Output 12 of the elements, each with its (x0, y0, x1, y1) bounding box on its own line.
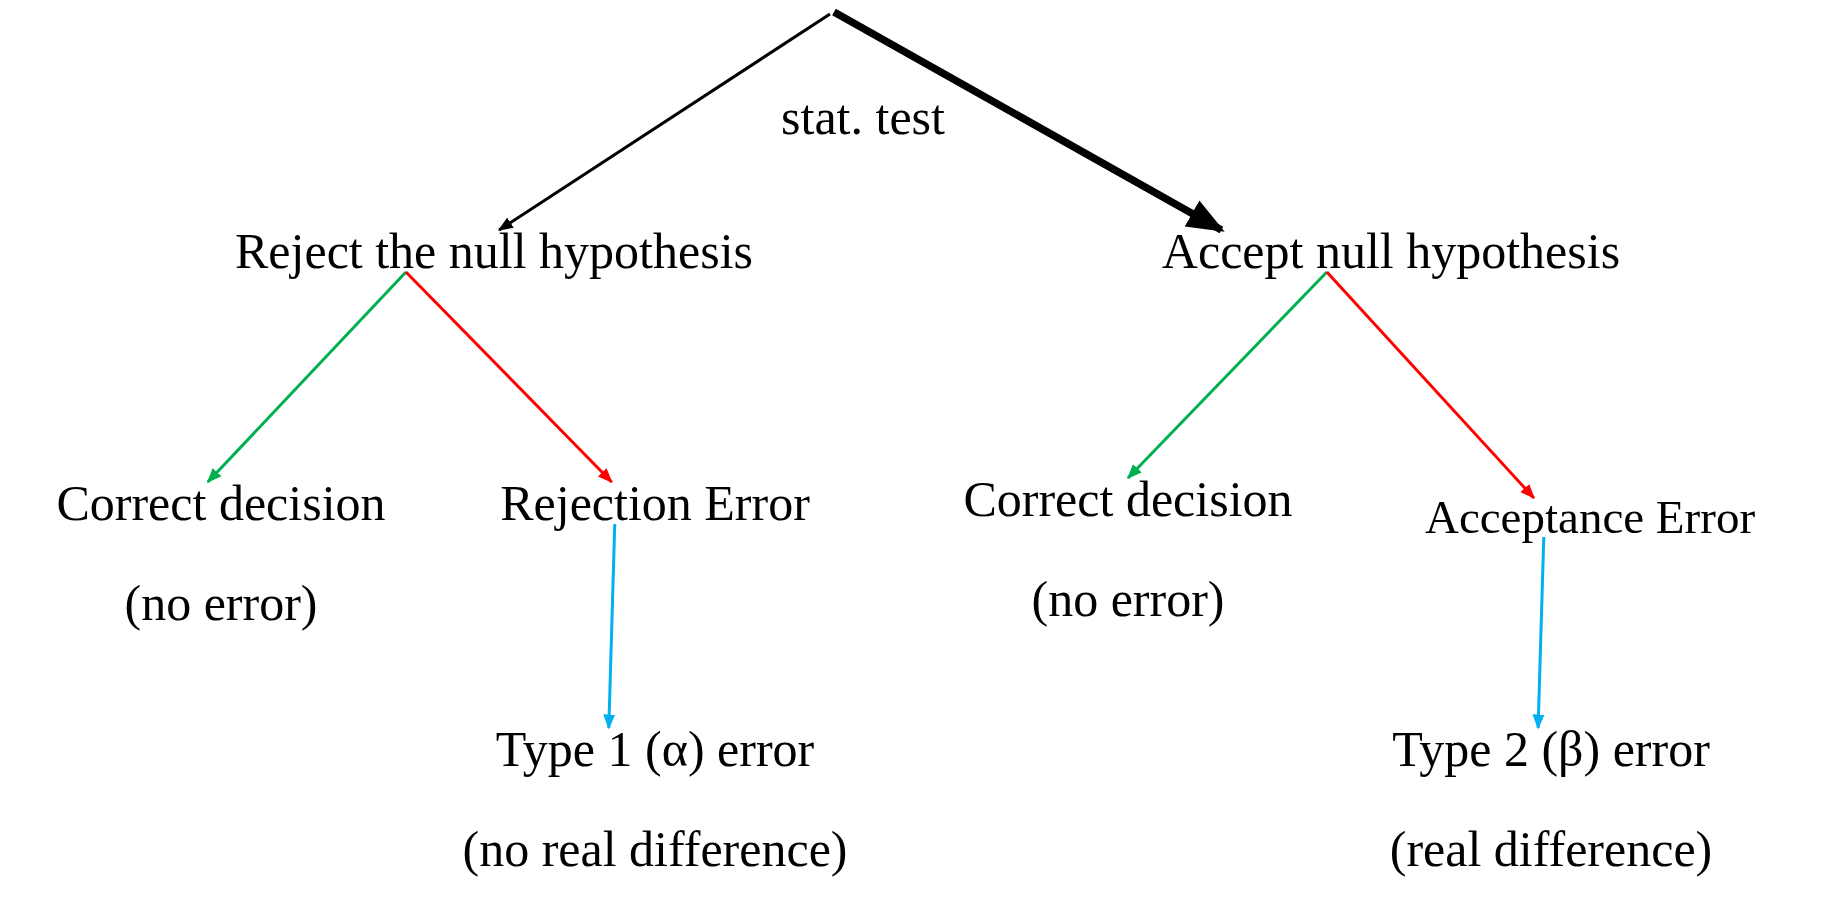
arrow (832, 8, 1225, 234)
outcome-text: Correct decision (963, 474, 1293, 524)
arrow (603, 523, 617, 730)
arrow (206, 270, 408, 484)
annotation-text: stat. test (781, 92, 945, 142)
outcome-text: Correct decision (56, 478, 386, 528)
outcome-text: Acceptance Error (1424, 494, 1756, 541)
arrow (1325, 271, 1535, 500)
arrow (404, 270, 613, 484)
arrow (497, 12, 831, 232)
arrow (1126, 270, 1328, 480)
arrow (1532, 536, 1546, 730)
